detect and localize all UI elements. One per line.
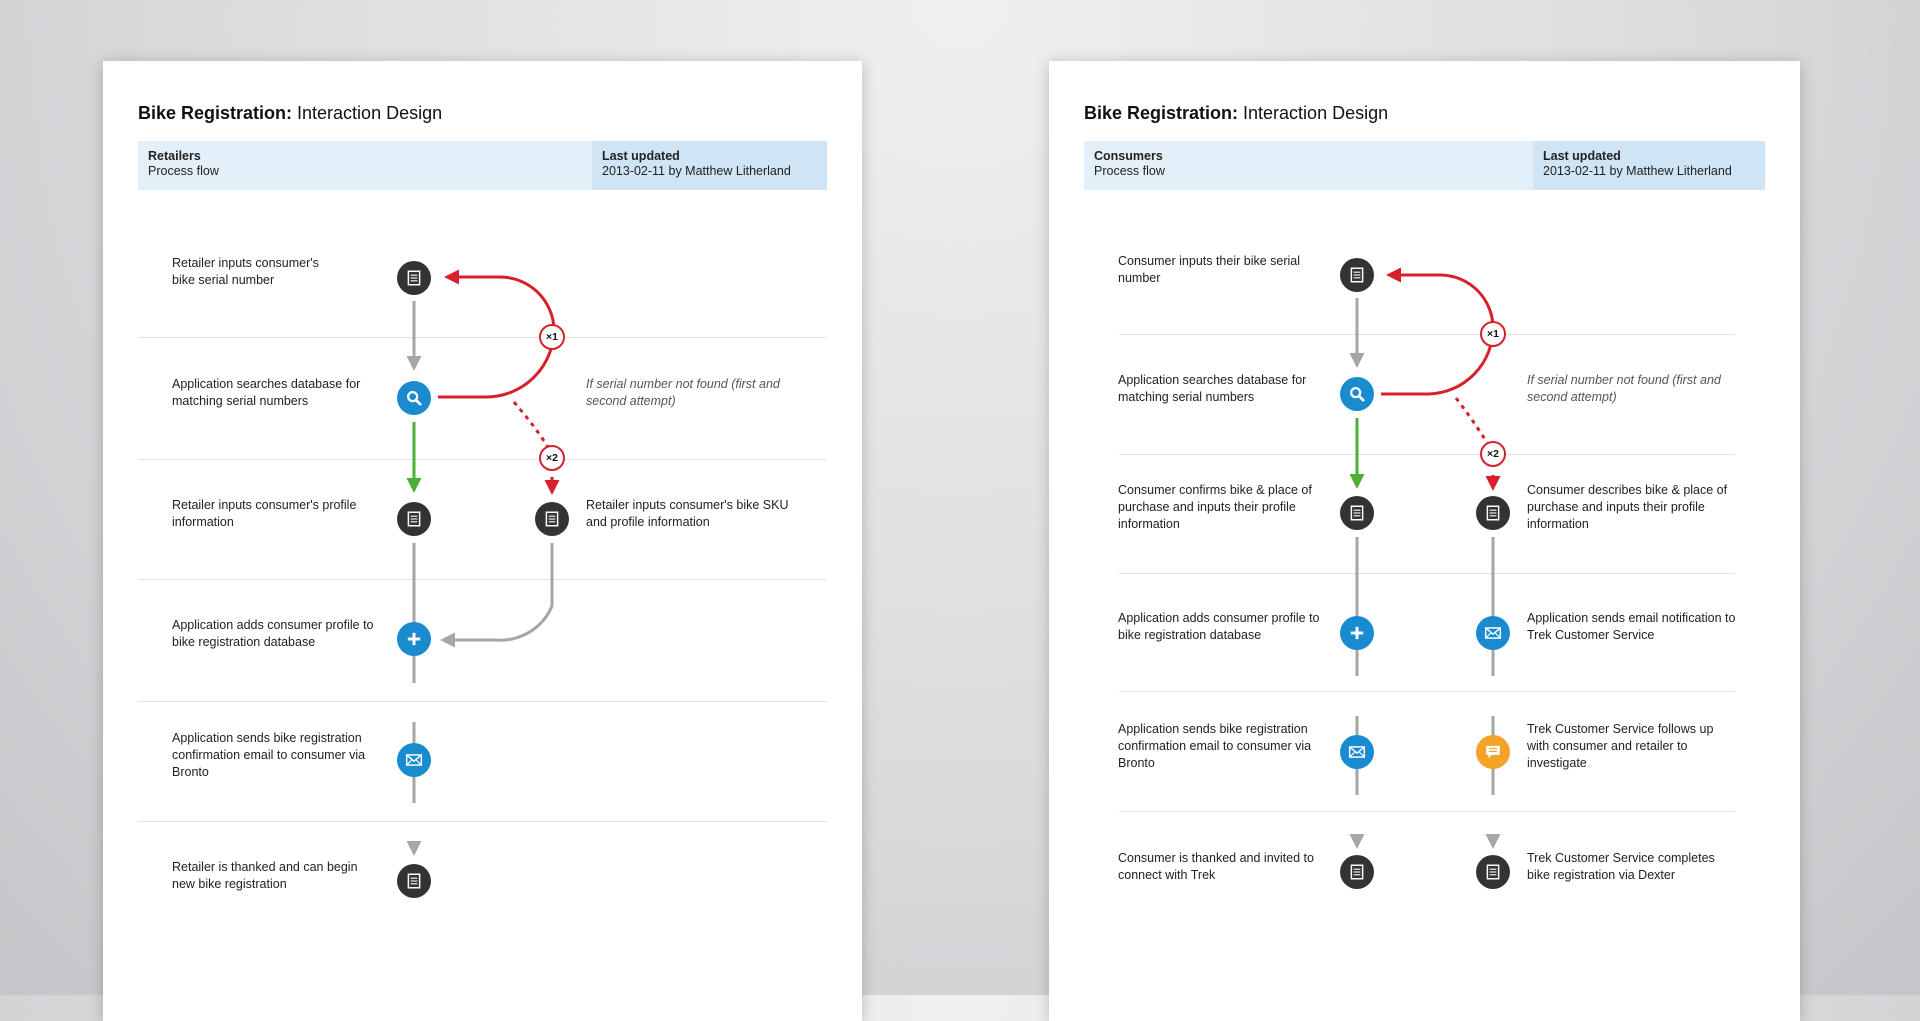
step-label: Retailer inputs consumer's bike serial n… (172, 256, 319, 287)
attempt-badge: ×1 (1480, 321, 1506, 347)
step-label: Application adds consumer profile to bik… (172, 618, 374, 649)
page-title: Bike Registration: Interaction Design (1084, 103, 1389, 123)
step-label: Retailer inputs consumer's profile infor… (172, 498, 357, 529)
row-divider (1119, 334, 1735, 335)
fallback-dashed-line (1454, 397, 1495, 454)
speech-bubble-icon (1476, 735, 1510, 769)
row-divider (138, 459, 827, 460)
retry-arrow (1381, 267, 1495, 396)
retailers-sheet: Bike Registration: Interaction Design Re… (103, 61, 862, 1021)
alt-step-label: Trek Customer Service completes bike reg… (1527, 851, 1715, 882)
document-icon (535, 502, 569, 536)
step-label: Consumer inputs their bike serial number (1118, 254, 1301, 285)
document-icon (1340, 496, 1374, 530)
document-icon (397, 261, 431, 295)
row-divider (138, 579, 827, 580)
document-icon (397, 502, 431, 536)
row-divider (138, 701, 827, 702)
fallback-dashed-line (512, 401, 554, 456)
row-divider (138, 821, 827, 822)
alt-step-label: Trek Customer Service follows up with co… (1527, 722, 1714, 770)
alt-step-label: Retailer inputs consumer's bike SKU and … (586, 498, 789, 529)
attempt-badge: ×1 (539, 324, 565, 350)
row-divider (1119, 573, 1735, 574)
row-divider (138, 337, 827, 338)
merge-arrow (440, 543, 554, 648)
step-label: Application adds consumer profile to bik… (1118, 611, 1320, 642)
condition-note: If serial number not found (first and se… (1527, 373, 1721, 404)
attempt-badge: ×2 (1480, 441, 1506, 467)
step-label: Application searches database for matchi… (1118, 373, 1307, 404)
step-label: Application searches database for matchi… (172, 377, 361, 408)
step-label: Application sends bike registration conf… (1118, 722, 1312, 770)
attempt-badge: ×2 (539, 445, 565, 471)
page-title: Bike Registration: Interaction Design (138, 103, 443, 123)
envelope-icon (397, 743, 431, 777)
step-label: Application sends bike registration conf… (172, 731, 366, 779)
document-icon (1340, 855, 1374, 889)
step-label: Consumer is thanked and invited to conne… (1118, 851, 1314, 882)
step-label: Retailer is thanked and can begin new bi… (172, 860, 358, 891)
consumers-sheet: Bike Registration: Interaction Design Co… (1049, 61, 1800, 1021)
magnifier-icon (1340, 377, 1374, 411)
document-icon (1476, 855, 1510, 889)
condition-note: If serial number not found (first and se… (586, 377, 780, 408)
envelope-icon (1340, 735, 1374, 769)
document-icon (397, 864, 431, 898)
document-icon (1476, 496, 1510, 530)
plus-icon (1340, 616, 1374, 650)
envelope-icon (1476, 616, 1510, 650)
row-divider (1119, 691, 1735, 692)
retry-arrow (438, 269, 556, 399)
step-label: Consumer confirms bike & place of purcha… (1118, 483, 1312, 531)
plus-icon (397, 622, 431, 656)
row-divider (1119, 454, 1735, 455)
alt-step-label: Consumer describes bike & place of purch… (1527, 483, 1728, 531)
row-divider (1119, 811, 1735, 812)
magnifier-icon (397, 381, 431, 415)
alt-step-label: Application sends email notification to … (1527, 611, 1736, 642)
document-icon (1340, 258, 1374, 292)
